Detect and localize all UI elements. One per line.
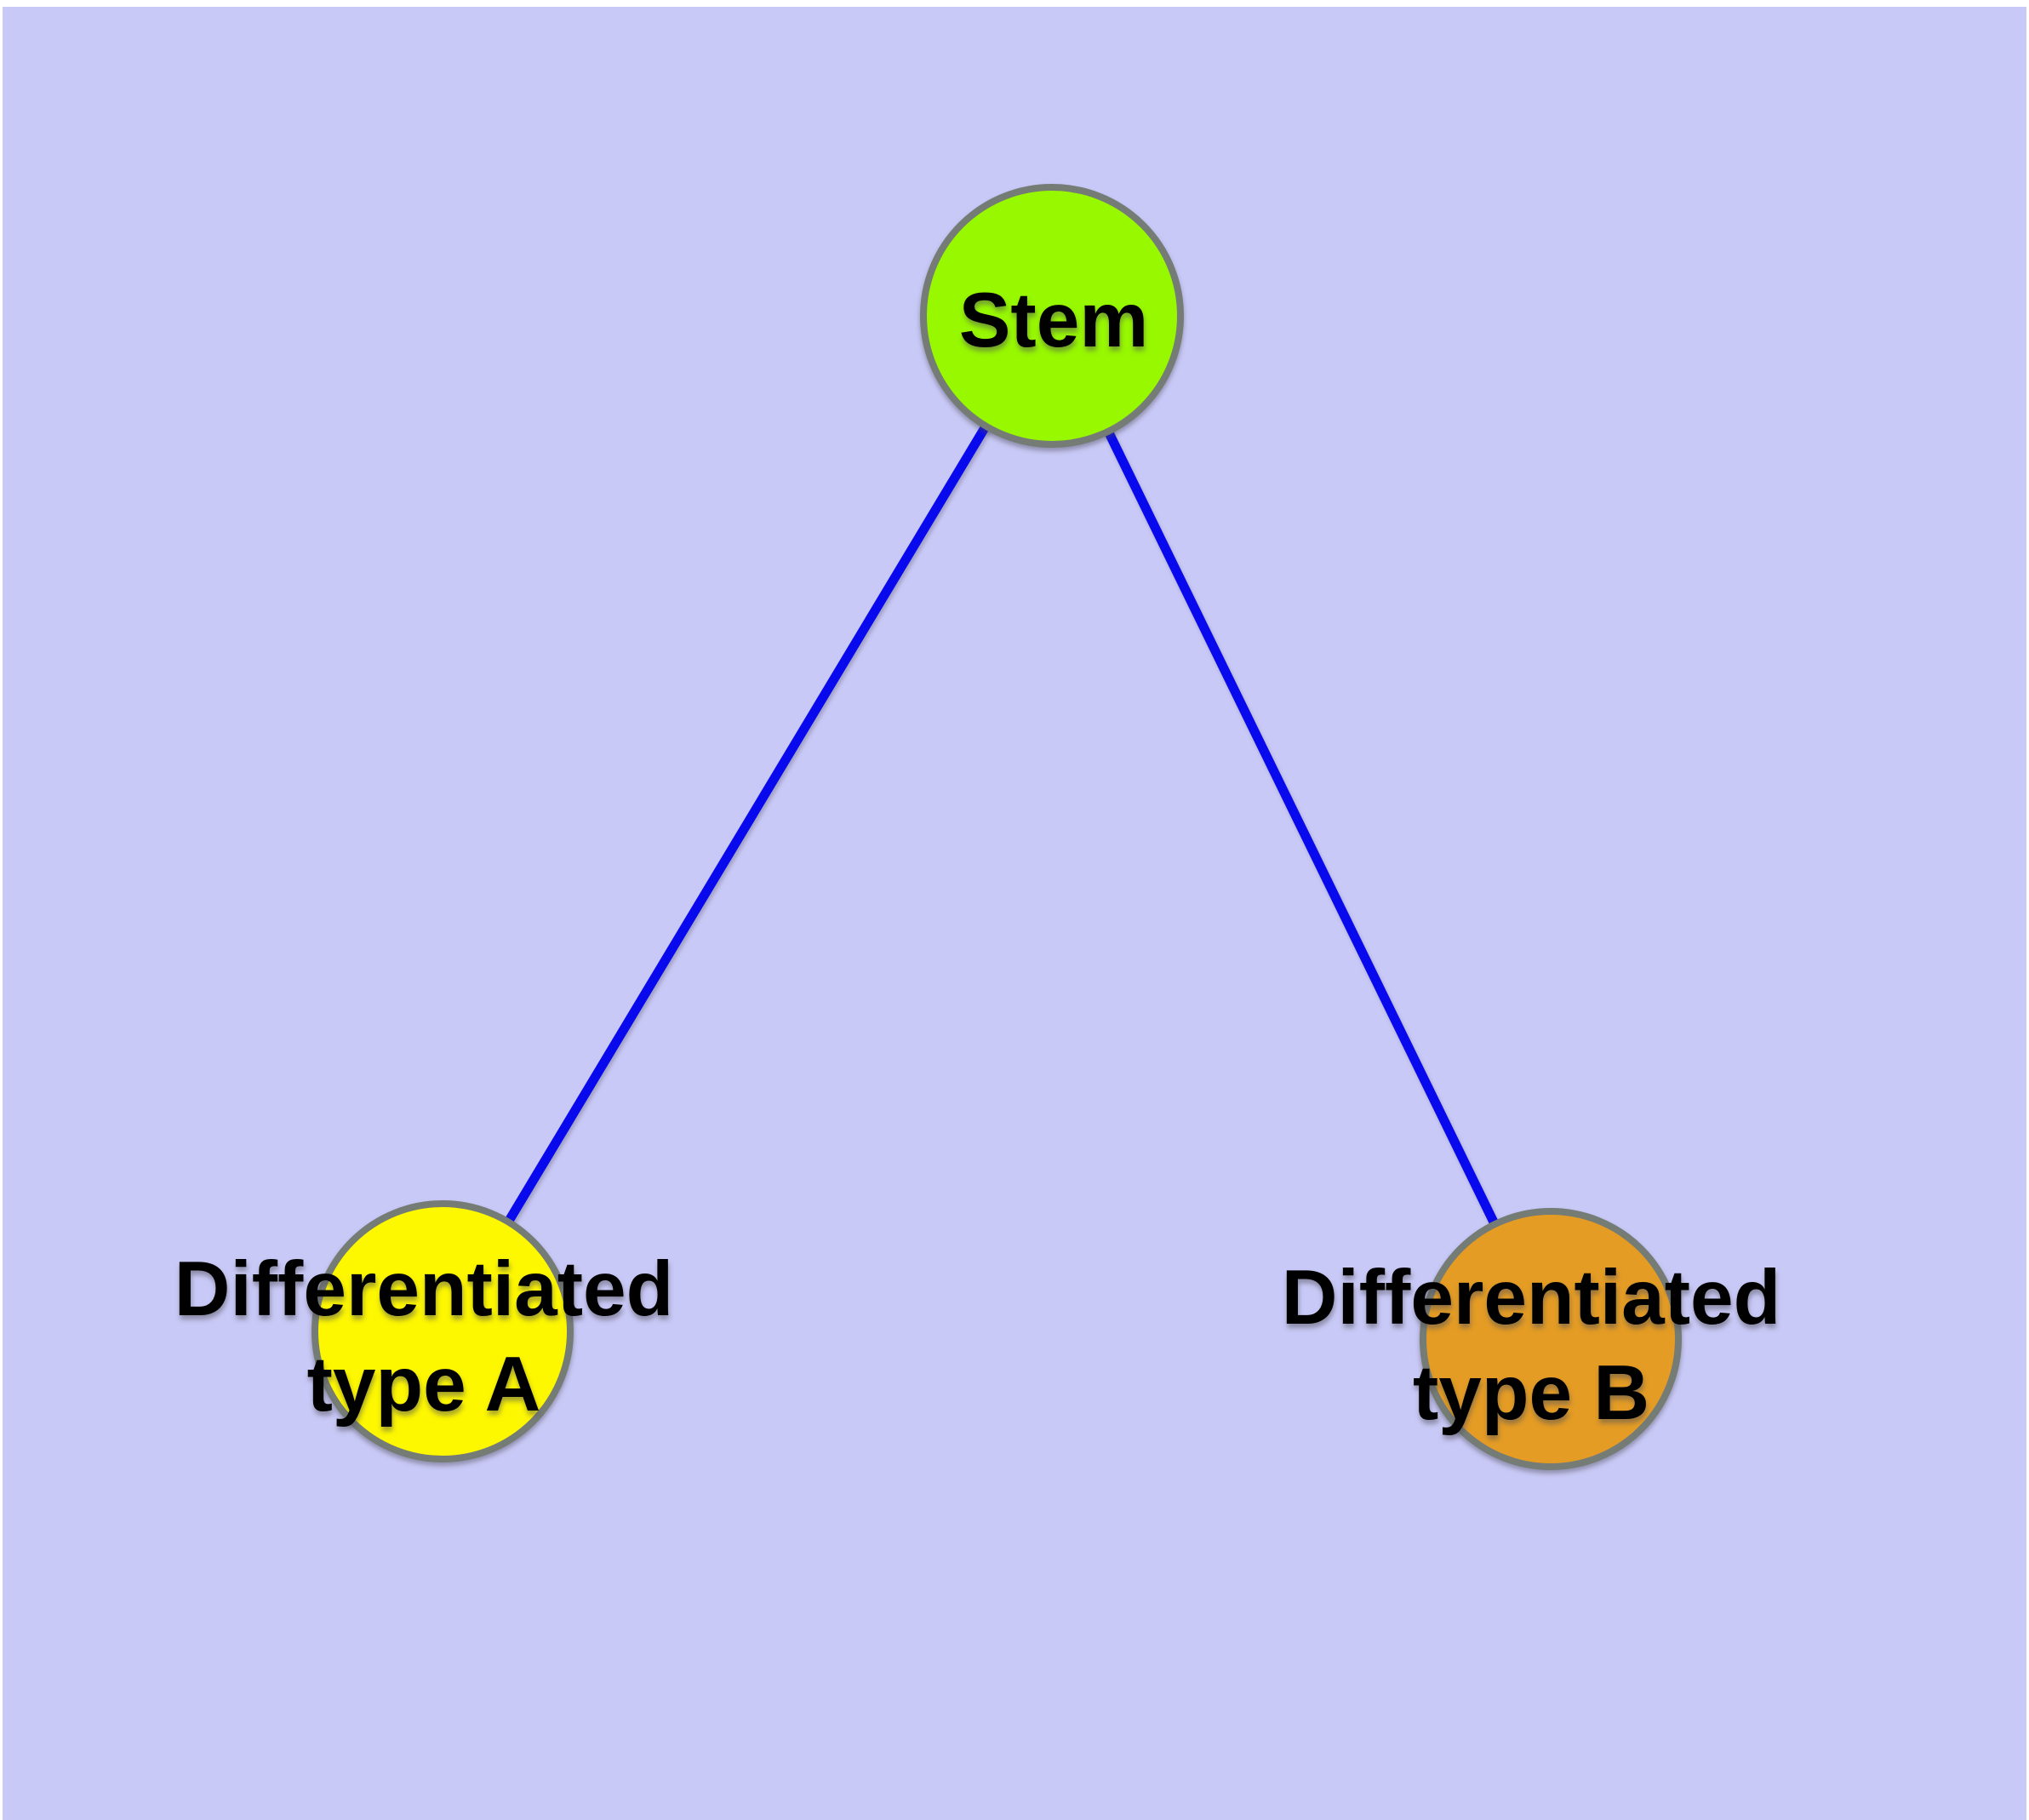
node-stem: Stem xyxy=(920,184,1184,448)
node-type-a-label-line2: type A xyxy=(307,1342,541,1428)
node-type-a-label-line1: Differentiated xyxy=(174,1246,674,1332)
node-stem-circle xyxy=(920,184,1184,448)
node-stem-label: Stem xyxy=(959,278,1149,363)
node-type-b-label-line1: Differentiated xyxy=(1282,1255,1781,1341)
node-type-b-circle xyxy=(1420,1208,1682,1470)
node-differentiated-type-b: Differentiated type B xyxy=(1282,1208,1781,1470)
node-differentiated-type-a: Differentiated type A xyxy=(174,1200,674,1462)
node-type-a-circle xyxy=(311,1200,574,1462)
node-type-b-label-line2: type B xyxy=(1413,1350,1649,1436)
edge-stem-to-type-b xyxy=(1048,313,1555,1342)
edge-stem-to-type-a xyxy=(438,313,1056,1334)
